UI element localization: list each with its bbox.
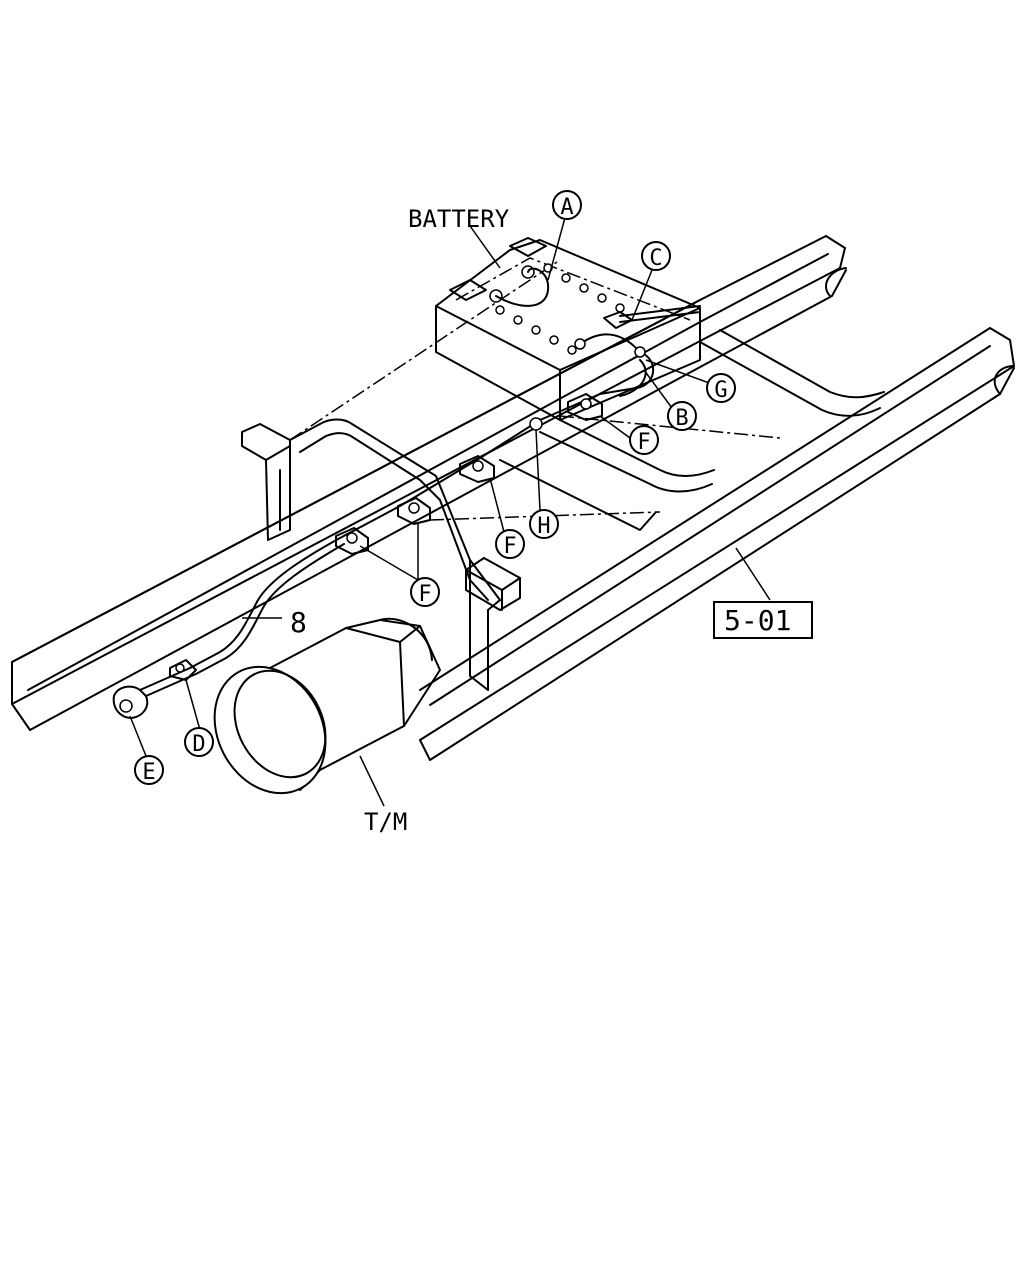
battery-label: BATTERY	[408, 205, 510, 233]
frame-rail-left	[11, 235, 847, 731]
callout-h: H	[529, 509, 559, 539]
transmission	[213, 617, 441, 795]
cable-harness	[139, 267, 701, 697]
harness-clips	[169, 338, 646, 681]
transmission-label: T/M	[364, 808, 407, 836]
svg-text:F: F	[503, 534, 516, 559]
callout-e: E	[134, 755, 164, 785]
svg-text:C: C	[649, 246, 662, 271]
ref-box: 5-01	[713, 601, 813, 639]
svg-text:B: B	[675, 406, 688, 431]
frame-rail-right	[419, 327, 1015, 761]
svg-text:F: F	[418, 582, 431, 607]
ref-box-label: 5-01	[724, 604, 791, 637]
callout-c: C	[641, 241, 671, 271]
callout-g: G	[706, 373, 736, 403]
part-number-label: 8	[290, 606, 307, 639]
svg-text:G: G	[714, 378, 727, 403]
svg-text:F: F	[637, 430, 650, 455]
leader-lines	[129, 213, 771, 807]
terminal-e	[112, 685, 149, 719]
callout-f-right: F	[629, 425, 659, 455]
svg-text:E: E	[142, 760, 155, 785]
cab-mount-bracket	[241, 259, 561, 691]
callout-a: A	[552, 190, 582, 220]
callout-b: B	[667, 401, 697, 431]
svg-text:D: D	[192, 732, 205, 757]
callout-f-left: F	[410, 577, 440, 607]
svg-text:H: H	[537, 514, 550, 539]
callout-f-middle: F	[495, 529, 525, 559]
svg-text:A: A	[560, 195, 573, 220]
cross-members	[429, 329, 885, 531]
callout-d: D	[184, 727, 214, 757]
